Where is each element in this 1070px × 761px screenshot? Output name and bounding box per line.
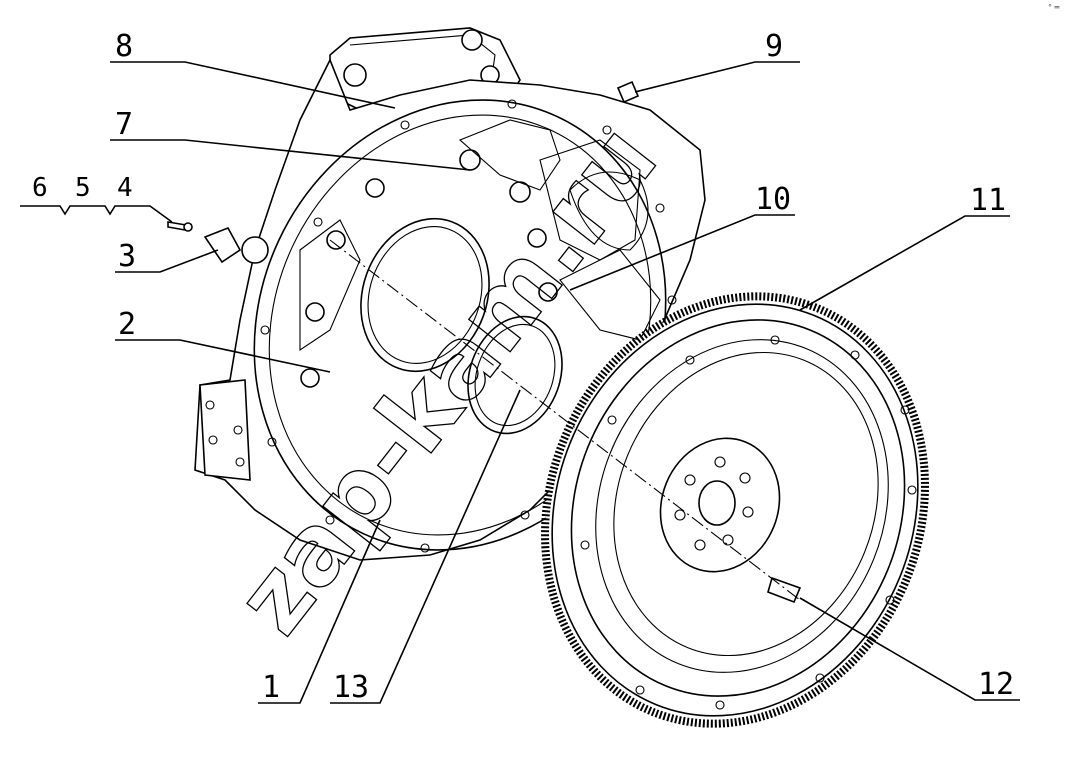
callout-11: 11 (970, 183, 1006, 218)
callout-2: 2 (118, 307, 136, 342)
leader-lines (20, 61, 1020, 704)
callout-8: 8 (115, 29, 133, 64)
callout-9: 9 (765, 29, 783, 64)
callout-3: 3 (118, 239, 136, 274)
callout-numbers: 8 7 6 5 4 3 2 9 10 11 12 1 13 (32, 29, 1014, 705)
callout-4: 4 (117, 173, 133, 203)
callout-10: 10 (755, 182, 791, 217)
callout-13: 13 (333, 670, 369, 705)
callout-5: 5 (75, 173, 91, 203)
callout-12: 12 (978, 667, 1014, 702)
callout-7: 7 (115, 107, 133, 142)
corner-mark: ° ═ (1048, 3, 1060, 12)
callout-1: 1 (262, 670, 280, 705)
small-fasteners (167, 80, 640, 232)
callout-6: 6 (32, 173, 48, 203)
